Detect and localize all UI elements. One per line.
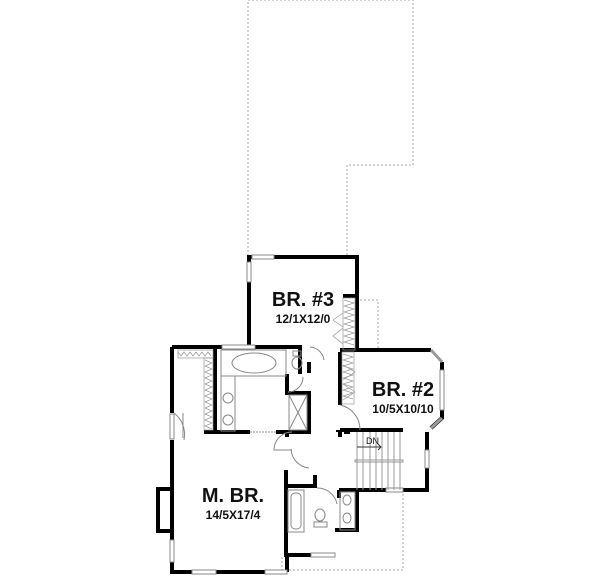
room-name: M. BR. <box>201 485 265 507</box>
staircase <box>354 432 404 490</box>
room-dimensions: 10/5X10/10 <box>372 402 434 416</box>
room-dimensions: 14/5X17/4 <box>205 508 261 522</box>
room-dimensions: 12/1X12/0 <box>275 312 331 326</box>
room-label-br3: BR. #3 12/1X12/0 <box>258 290 348 325</box>
lower-level-outline <box>247 0 414 571</box>
room-name: BR. #3 <box>271 289 335 311</box>
stair-down-label: DN <box>366 436 379 446</box>
closets <box>177 297 356 431</box>
room-label-br2: BR. #2 10/5X10/10 <box>358 380 448 415</box>
room-label-master-bedroom: M. BR. 14/5X17/4 <box>188 486 278 521</box>
fixtures <box>173 346 404 533</box>
windows <box>169 254 445 575</box>
room-name: BR. #2 <box>371 379 435 401</box>
